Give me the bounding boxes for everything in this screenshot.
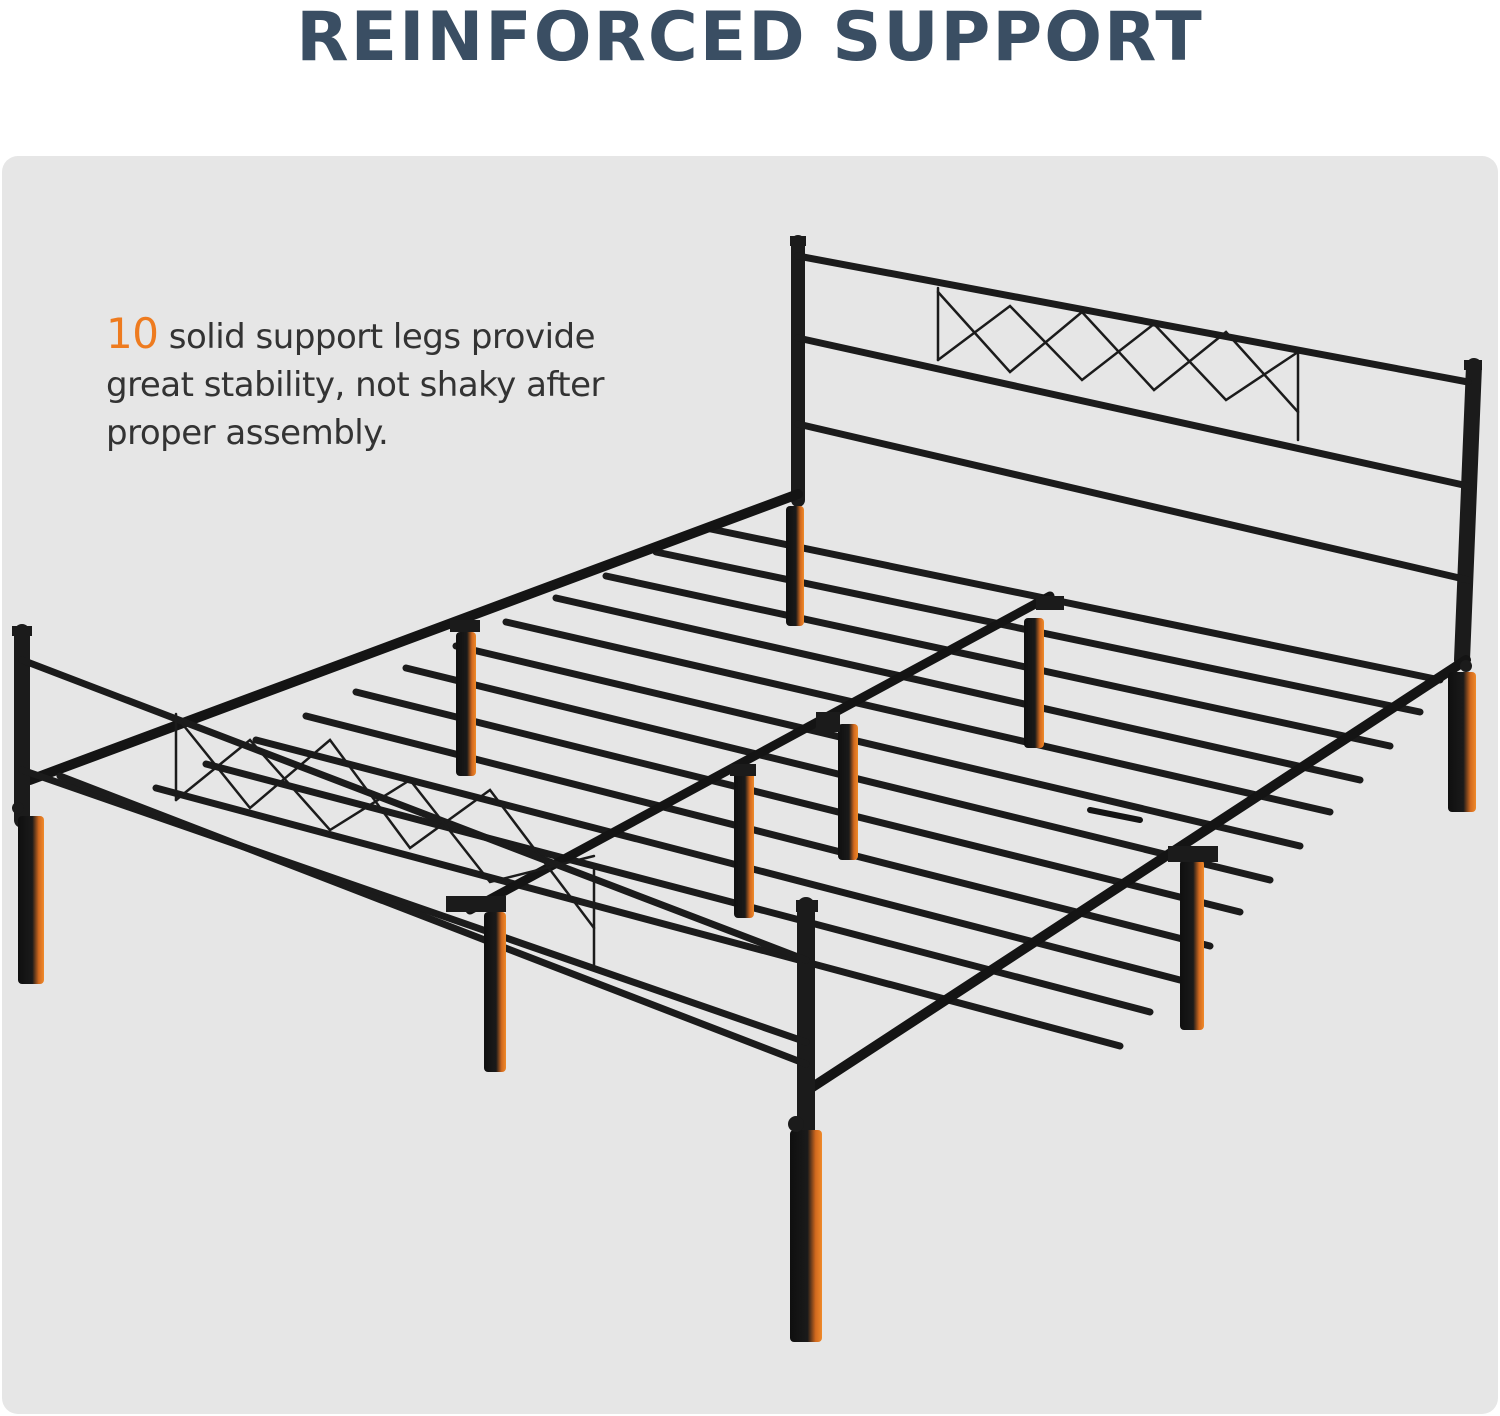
leg-right-mid xyxy=(1180,860,1204,1030)
leg-center-5 xyxy=(734,772,754,918)
leg-front-left xyxy=(18,816,44,984)
leg-center-2 xyxy=(786,506,804,626)
side-rails xyxy=(25,489,1471,1095)
leg-front-right xyxy=(790,1130,822,1342)
leg-back-right xyxy=(1448,672,1476,812)
support-legs xyxy=(18,506,1476,1342)
footboard xyxy=(12,624,818,1139)
caption-text: solid support legs provide great stabili… xyxy=(106,317,605,453)
leg-center-4 xyxy=(838,724,858,860)
headline: REINFORCED SUPPORT xyxy=(296,0,1204,77)
feature-caption: 10 solid support legs provide great stab… xyxy=(106,310,666,457)
leg-count: 10 xyxy=(106,309,159,358)
leg-center-1 xyxy=(456,632,476,776)
leg-center-6 xyxy=(484,912,506,1072)
leg-center-3 xyxy=(1024,618,1044,748)
headboard xyxy=(790,235,1482,668)
